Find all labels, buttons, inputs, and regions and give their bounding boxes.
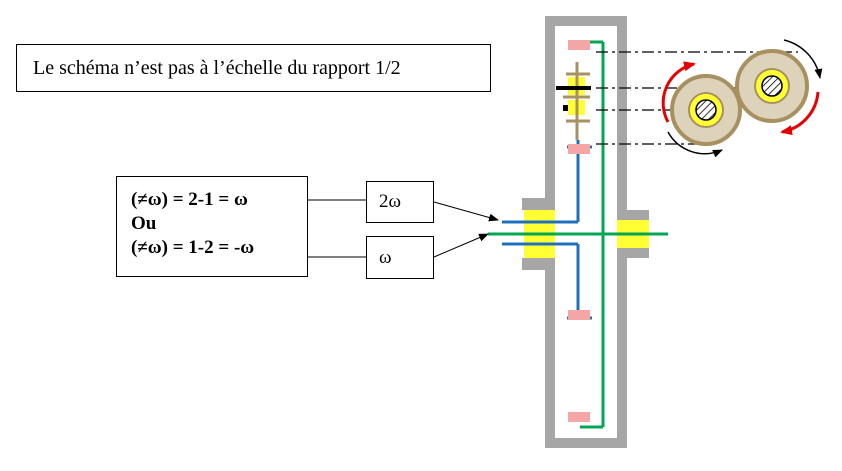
axle-stub <box>563 105 568 111</box>
small-wheel <box>670 74 742 146</box>
calc-line-1: (≠ω) = 2-1 = ω <box>131 189 248 210</box>
black-rotation-arrow-bottom <box>667 131 723 158</box>
box-connectors <box>308 199 499 258</box>
scale-note-text: Le schéma n’est pas à l’échelle du rappo… <box>33 57 401 79</box>
rotation-arrows <box>661 39 823 158</box>
big-wheel <box>735 49 809 123</box>
speed-label-2w: 2ω <box>379 191 402 212</box>
calc-line-3: (≠ω) = 1-2 = -ω <box>131 237 255 258</box>
planet-carrier <box>563 62 590 140</box>
black-rotation-arrow-top <box>783 39 823 79</box>
speed-box-w: ω <box>366 236 434 279</box>
housing <box>522 16 649 448</box>
calc-line-2: Ou <box>131 213 157 234</box>
red-rotation-arrow-right <box>780 91 820 136</box>
red-rotation-arrow-left <box>661 61 696 123</box>
relative-speed-box: (≠ω) = 2-1 = ω Ou (≠ω) = 1-2 = -ω <box>116 176 308 277</box>
speed-label-w: ω <box>379 247 392 268</box>
gear-teeth <box>568 40 590 422</box>
bearings <box>524 77 649 258</box>
speed-box-2w: 2ω <box>366 181 434 223</box>
scale-note: Le schéma n’est pas à l’échelle du rappo… <box>16 44 491 92</box>
